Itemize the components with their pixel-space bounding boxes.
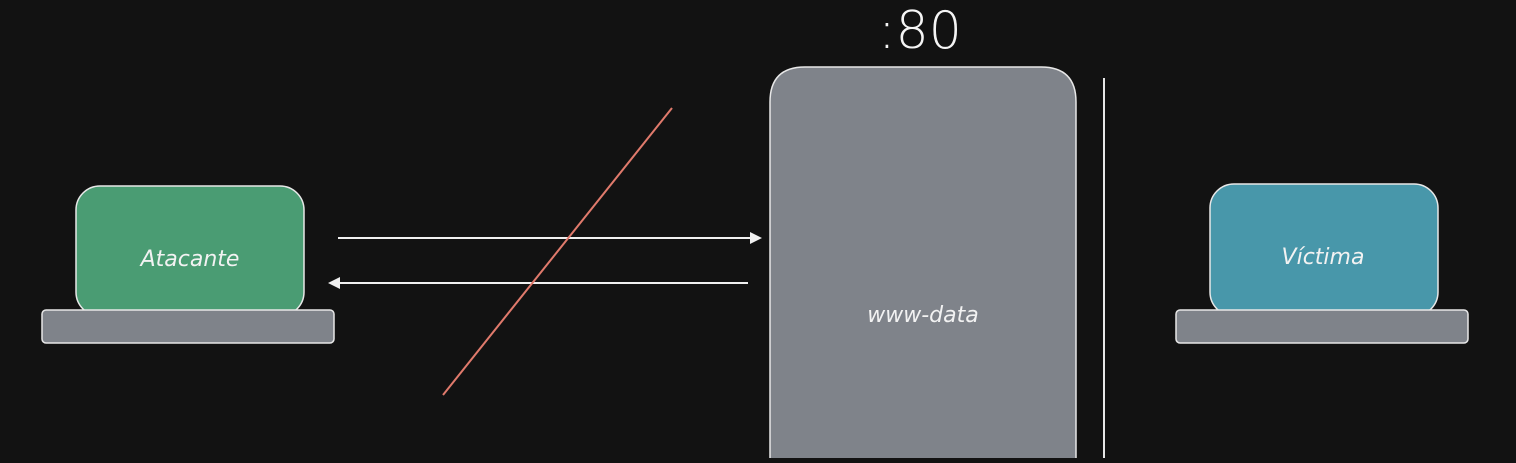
blocked-slash: [442, 107, 673, 396]
server-box: www-data: [769, 66, 1077, 463]
victim-base: [1175, 309, 1469, 344]
server-label: www-data: [867, 303, 978, 328]
attacker-label: Atacante: [139, 247, 240, 272]
attacker-laptop: Atacante: [41, 185, 335, 344]
attacker-base: [41, 309, 335, 344]
victim-laptop: Víctima: [1175, 183, 1469, 344]
server-shape: [769, 66, 1077, 463]
port-label: :80: [878, 1, 962, 61]
victim-label: Víctima: [1282, 245, 1365, 270]
